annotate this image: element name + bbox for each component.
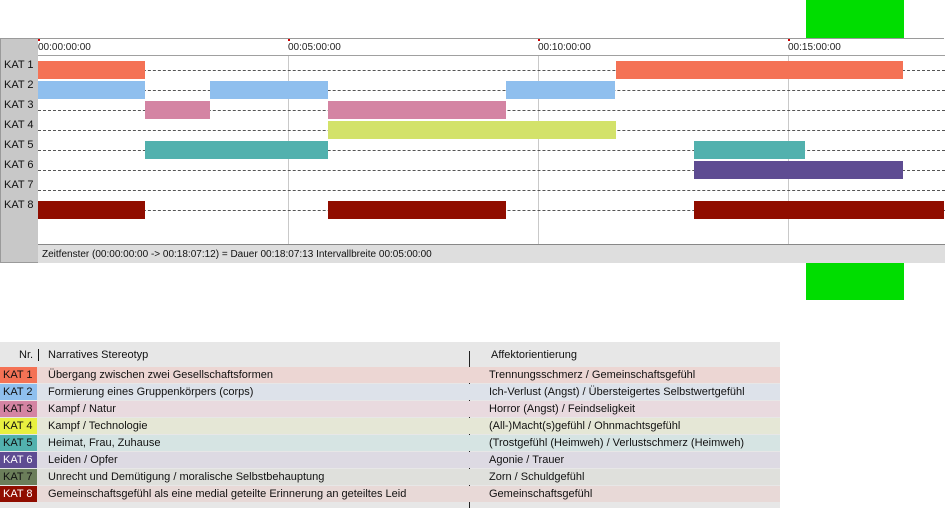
legend-affekt: (All-)Macht(s)gefühl / Ohnmachtsgefühl xyxy=(489,420,681,432)
category-row-label: KAT 6 xyxy=(4,159,34,171)
legend-row: KAT 5 Heimat, Frau, Zuhause (Trostgefühl (… xyxy=(0,435,780,452)
legend-affekt: Ich-Verlust (Angst) / Übersteigertes Sel… xyxy=(489,386,745,398)
timeline-segment[interactable] xyxy=(693,161,903,179)
row-guide-line xyxy=(38,70,945,71)
legend-row: KAT 4 Kampf / Technologie (All-)Macht(s)ge… xyxy=(0,418,780,435)
legend-row: KAT 3 Kampf / Natur Horror (Angst) / Feind… xyxy=(0,401,780,418)
legend-affekt: Zorn / Schuldgefühl xyxy=(489,471,585,483)
row-guide-line xyxy=(38,90,945,91)
category-row-label: KAT 2 xyxy=(4,79,34,91)
legend-affekt: Horror (Angst) / Feindseligkeit xyxy=(489,403,636,415)
category-row-label: KAT 7 xyxy=(4,179,34,191)
header-separator xyxy=(38,349,39,361)
legend-affekt: (Trostgefühl (Heimweh) / Verlustschmerz … xyxy=(489,437,745,449)
legend-row: KAT 6 Leiden / Opfer Agonie / Trauer xyxy=(0,452,780,469)
row-guide-line xyxy=(38,190,945,191)
timeline-segment[interactable] xyxy=(38,81,145,99)
legend-row-background xyxy=(37,384,780,400)
legend-affekt: Trennungsschmerz / Gemeinschaftsgefühl xyxy=(489,369,696,381)
legend-row-background xyxy=(37,367,780,383)
legend-row: KAT 2 Formierung eines Gruppenkörpers (co… xyxy=(0,384,780,401)
legend-row-background xyxy=(37,469,780,485)
timeline-segment[interactable] xyxy=(693,201,944,219)
timeline-segment[interactable] xyxy=(144,101,210,119)
header-nr: Nr. xyxy=(19,349,34,361)
category-row-label: KAT 5 xyxy=(4,139,34,151)
category-row-label: KAT 3 xyxy=(4,99,34,111)
status-bar: Zeitfenster (00:00:00:00 -> 00:18:07:12)… xyxy=(38,244,945,263)
header-affekt: Affektorientierung xyxy=(491,349,578,361)
legend-category-swatch: KAT 8 xyxy=(0,486,37,502)
legend-stereotyp: Kampf / Natur xyxy=(48,403,116,415)
legend-affekt: Gemeinschaftsgefühl xyxy=(489,488,593,500)
tick-mark xyxy=(288,39,290,41)
legend-category-swatch: KAT 5 xyxy=(0,435,37,451)
legend-category-swatch: KAT 3 xyxy=(0,401,37,417)
time-ruler[interactable]: 00:00:00:00 00:05:00:00 00:10:00:00 00:15:0… xyxy=(38,39,945,56)
legend-row: KAT 7 Unrecht und Demütigung / moralische… xyxy=(0,469,780,486)
timeline-segment[interactable] xyxy=(38,61,145,79)
legend-row-background xyxy=(37,401,780,417)
timeline-segment[interactable] xyxy=(328,201,507,219)
timeline-plot[interactable] xyxy=(38,56,945,244)
timeline-segment[interactable] xyxy=(506,81,616,99)
timeline-panel: 00:00:00:00 00:05:00:00 00:10:00:00 00:15:0… xyxy=(0,38,945,263)
legend-category-swatch: KAT 7 xyxy=(0,469,37,485)
legend-affekt: Agonie / Trauer xyxy=(489,454,565,466)
legend-row-background xyxy=(37,435,780,451)
playhead-marker-bottom[interactable] xyxy=(806,263,904,300)
category-legend: Nr. Narratives Stereotyp Affektorientier… xyxy=(0,342,780,508)
timeline-segment[interactable] xyxy=(38,201,145,219)
playhead-marker-top[interactable] xyxy=(806,0,904,38)
category-row-label: KAT 4 xyxy=(4,119,34,131)
legend-stereotyp: Gemeinschaftsgefühl als eine medial gete… xyxy=(48,488,407,500)
tick-mark xyxy=(538,39,540,41)
tick-mark xyxy=(38,39,40,41)
header-stereotyp: Narratives Stereotyp xyxy=(48,349,149,361)
legend-stereotyp: Leiden / Opfer xyxy=(48,454,118,466)
tick-label: 00:05:00:00 xyxy=(288,42,341,53)
legend-category-swatch: KAT 4 xyxy=(0,418,37,434)
legend-row-background xyxy=(37,418,780,434)
category-labels: KAT 1 KAT 2 KAT 3 KAT 4 KAT 5 KAT 6 KAT 7 KAT 8 xyxy=(1,56,38,244)
legend-stereotyp: Kampf / Technologie xyxy=(48,420,148,432)
timeline-segment[interactable] xyxy=(209,81,328,99)
status-text: Zeitfenster (00:00:00:00 -> 00:18:07:12)… xyxy=(42,249,432,260)
timeline-segment[interactable] xyxy=(328,121,616,139)
category-row-label: KAT 1 xyxy=(4,59,34,71)
tick-label: 00:00:00:00 xyxy=(38,42,91,53)
tick-mark xyxy=(788,39,790,41)
row-guide-line xyxy=(38,170,945,171)
legend-stereotyp: Formierung eines Gruppenkörpers (corps) xyxy=(48,386,254,398)
legend-header: Nr. Narratives Stereotyp Affektorientier… xyxy=(0,342,780,368)
legend-stereotyp: Unrecht und Demütigung / moralische Selb… xyxy=(48,471,325,483)
timeline-segment[interactable] xyxy=(693,141,806,159)
row-guide-line xyxy=(38,150,945,151)
legend-row: KAT 1 Übergang zwischen zwei Gesellschaft… xyxy=(0,367,780,384)
legend-category-swatch: KAT 6 xyxy=(0,452,37,468)
legend-row-background xyxy=(37,486,780,502)
timeline-segment[interactable] xyxy=(144,141,328,159)
tick-label: 00:10:00:00 xyxy=(538,42,591,53)
legend-stereotyp: Heimat, Frau, Zuhause xyxy=(48,437,161,449)
legend-row-background xyxy=(37,452,780,468)
timeline-segment[interactable] xyxy=(615,61,903,79)
legend-category-swatch: KAT 2 xyxy=(0,384,37,400)
legend-stereotyp: Übergang zwischen zwei Gesellschaftsform… xyxy=(48,369,273,381)
legend-category-swatch: KAT 1 xyxy=(0,367,37,383)
tick-label: 00:15:00:00 xyxy=(788,42,841,53)
legend-row: KAT 8 Gemeinschaftsgefühl als eine medial… xyxy=(0,486,780,503)
timeline-segment[interactable] xyxy=(328,101,507,119)
category-row-label: KAT 8 xyxy=(4,199,34,211)
